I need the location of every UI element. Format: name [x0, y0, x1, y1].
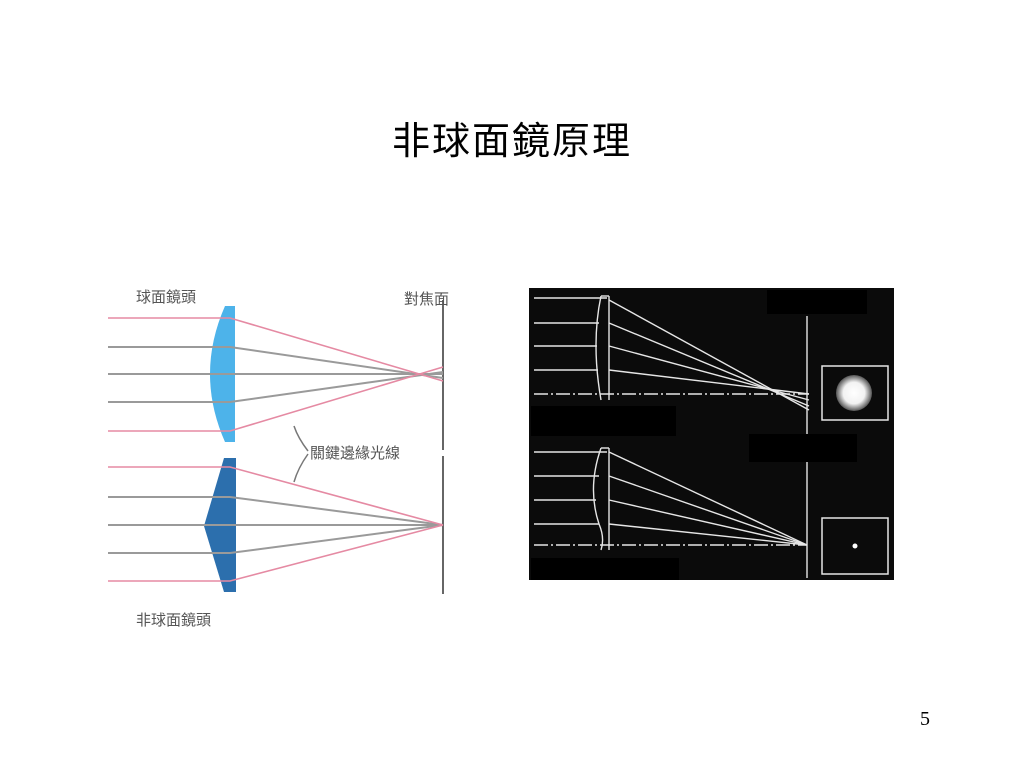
sharp-spot — [852, 543, 858, 549]
redaction-box — [531, 406, 676, 436]
edge-ray — [108, 466, 444, 526]
key-edge-rays-label: 關鍵邊緣光線 — [310, 444, 401, 462]
spot-box-aspheric — [821, 517, 889, 575]
edge-ray — [108, 317, 444, 382]
ray — [608, 451, 808, 546]
redaction-box — [767, 290, 867, 314]
spot-box-spherical — [821, 365, 889, 421]
spot-diagram-figure — [529, 288, 894, 580]
leader-line — [293, 453, 309, 483]
blurred-spot — [836, 375, 872, 411]
ray — [608, 345, 810, 401]
ray — [608, 322, 810, 407]
lens-diagram-svg — [108, 300, 444, 594]
spherical-lens-label: 球面鏡頭 — [136, 288, 197, 306]
ray — [608, 523, 808, 546]
edge-ray — [108, 524, 444, 582]
redaction-box — [531, 558, 679, 580]
lens-comparison-diagram: 球面鏡頭 對焦面 關鍵邊緣光線 非球面鏡頭 — [100, 278, 470, 638]
edge-ray — [108, 366, 444, 432]
ray — [108, 346, 444, 379]
ray — [108, 524, 444, 554]
slide-title: 非球面鏡原理 — [391, 119, 632, 163]
ray — [608, 369, 810, 395]
ray — [108, 496, 444, 526]
focal-plane-label: 對焦面 — [404, 290, 450, 308]
ray — [608, 475, 808, 546]
leader-line — [293, 425, 309, 452]
aspheric-lens-label: 非球面鏡頭 — [136, 611, 212, 629]
ray — [608, 499, 808, 546]
ray — [108, 371, 444, 403]
redaction-box — [749, 434, 857, 462]
page-number: 5 — [920, 708, 930, 730]
